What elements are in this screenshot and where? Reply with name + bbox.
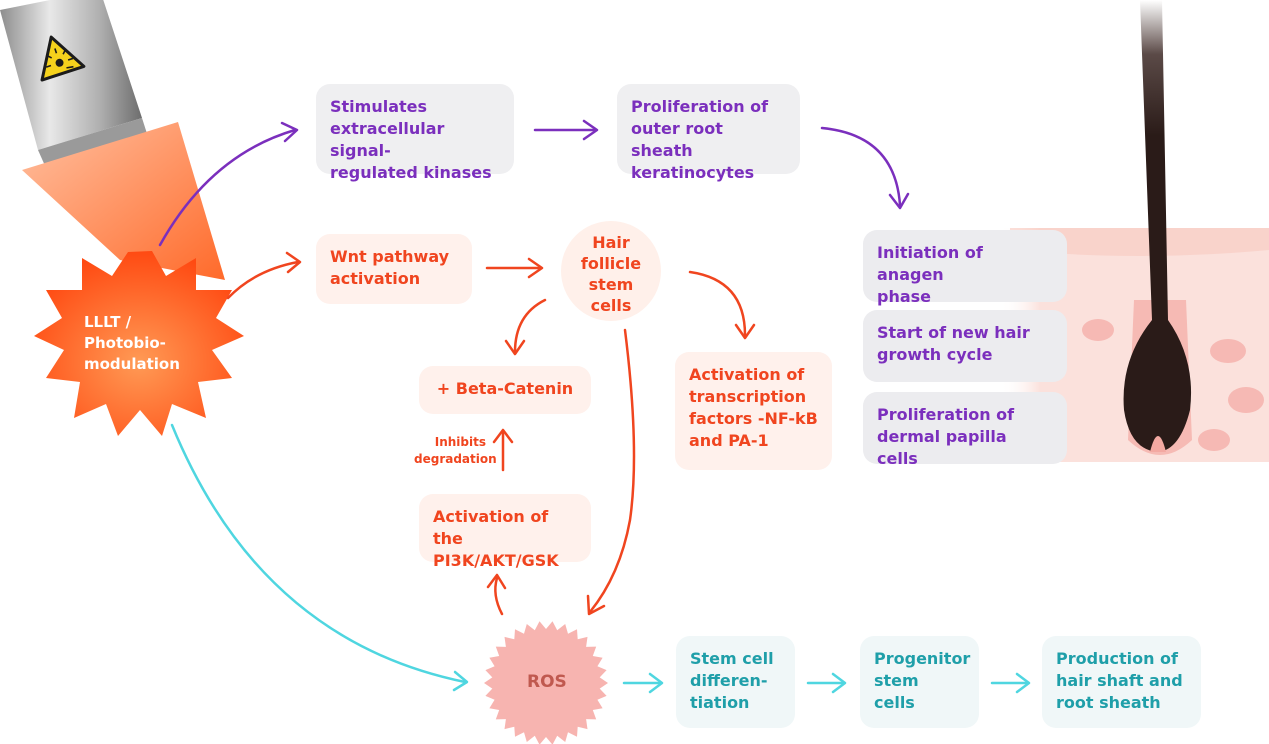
purple-arrows [158, 119, 910, 247]
lllt-burst [34, 251, 244, 436]
stem-cells-label: Hair follicle stem cells [580, 233, 642, 315]
laser-device [0, 0, 225, 280]
teal-arrows [170, 423, 1031, 694]
beta-catenin-box: + Beta-Catenin [419, 366, 591, 414]
pi3k-box: Activation of the PI3K/AKT/GSK [419, 494, 591, 570]
erk-box: Stimulates extracellular signal- regulat… [316, 84, 514, 182]
inhibits-label: Inhibits degradation [414, 435, 497, 466]
ors-box: Proliferation of outer root sheath kerat… [617, 84, 800, 182]
dermal-papilla-box: Proliferation of dermal papilla cells [863, 392, 1067, 468]
transcription-box: Activation of transcription factors -NF-… [675, 352, 832, 470]
laser-beam [22, 122, 225, 280]
anagen-box: Initiation of anagen phase [863, 230, 1067, 306]
lllt-label: LLLT / Photobio- modulation [84, 313, 180, 373]
production-box: Production of hair shaft and root sheath [1042, 636, 1201, 728]
hair-strand [1123, 0, 1192, 452]
wnt-box: Wnt pathway activation [316, 234, 472, 304]
orange-arrows [226, 251, 756, 616]
progenitor-box: Progenitor stem cells [860, 636, 979, 728]
stem-cell-circle [561, 221, 661, 321]
laser-collar [38, 118, 150, 168]
new-cycle-box: Start of new hair growth cycle [863, 310, 1067, 382]
ros-label: ROS [527, 672, 567, 692]
laser-warning-icon [40, 35, 86, 82]
differentiation-box: Stem cell differen- tiation [676, 636, 795, 728]
ros-burst [484, 621, 608, 744]
laser-body [0, 0, 142, 150]
